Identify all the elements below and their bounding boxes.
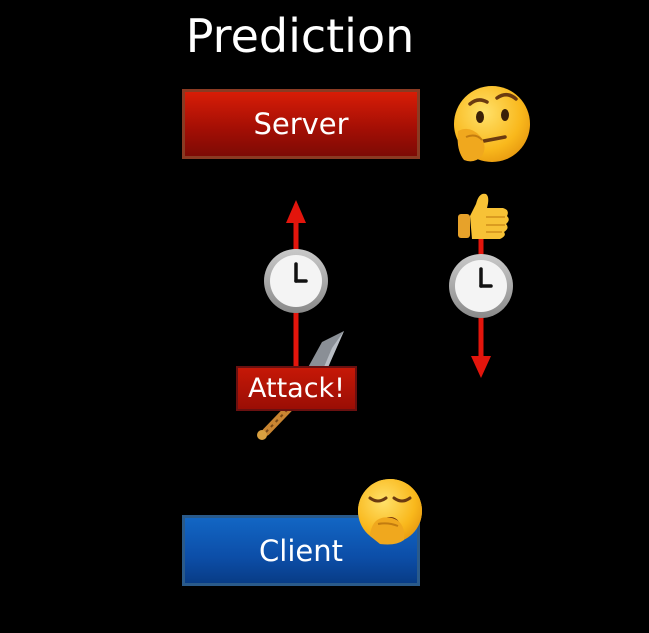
thinking-face-icon [454,86,530,162]
clock-icon [449,254,513,318]
clock-icon [264,249,328,313]
thumbs-up-icon [458,193,509,239]
server-label: Server [253,107,349,141]
server-box: Server [182,89,420,159]
attack-label-text: Attack! [247,373,346,404]
client-label: Client [259,533,343,568]
slide-title: Prediction [185,9,415,63]
attack-label: Attack! [236,366,357,411]
yawning-face-icon [358,479,422,545]
